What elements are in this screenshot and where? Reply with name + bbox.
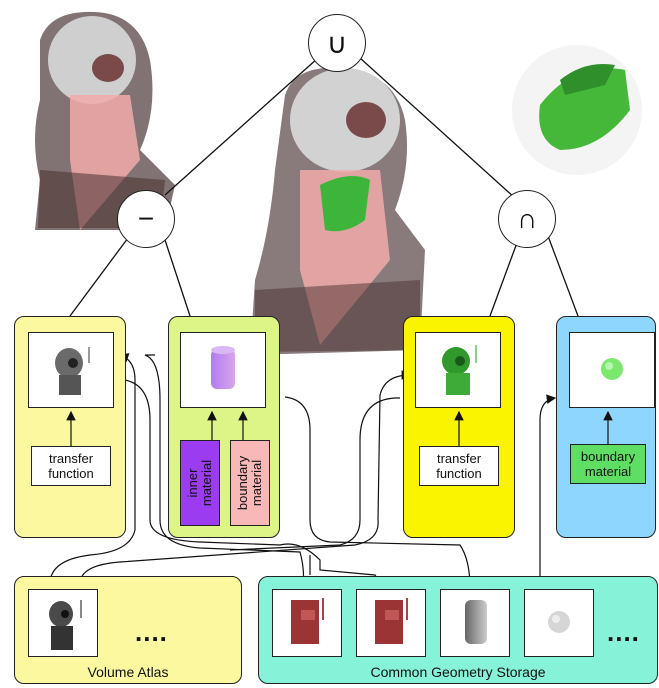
geometry-storage-more: .... — [607, 617, 640, 647]
volume-atlas-label: Volume Atlas — [87, 664, 169, 680]
geometry-node-4-thumbnail — [569, 332, 655, 408]
transfer-function-3[interactable]: transfer function — [419, 446, 499, 486]
geometry-node-2-thumbnail — [180, 332, 266, 408]
skull-icon — [55, 347, 90, 395]
difference-operator[interactable]: − — [117, 190, 175, 248]
green-skull-icon — [442, 345, 477, 395]
tree-edges — [69, 57, 579, 317]
geometry-slot-1 — [272, 589, 342, 657]
geometry-storage-label: Common Geometry Storage — [370, 664, 546, 680]
rendering-left-skull — [35, 11, 175, 230]
sphere-icon — [601, 358, 623, 380]
skull-icon — [49, 600, 82, 650]
intersection-operator[interactable]: ∩ — [498, 190, 556, 248]
cylinder-icon — [465, 600, 487, 644]
geometry-slot-4 — [524, 589, 594, 657]
rendering-right-intersection — [512, 45, 642, 175]
volume-atlas-slot-1 — [28, 589, 98, 657]
voxel-head-icon — [291, 598, 324, 644]
boundary-material-2[interactable]: boundary material — [230, 440, 270, 526]
volume-atlas-more: .... — [135, 617, 168, 647]
geometry-slot-2 — [356, 589, 426, 657]
volume-node-3-thumbnail — [415, 332, 501, 408]
rendering-center-skull — [250, 67, 425, 356]
voxel-head-icon — [375, 598, 408, 644]
volume-node-1-thumbnail — [28, 332, 114, 408]
transfer-function-1[interactable]: transfer function — [31, 446, 111, 486]
boundary-material-4[interactable]: boundary material — [570, 444, 646, 484]
geometry-slot-3 — [440, 589, 510, 657]
union-operator[interactable]: ∪ — [308, 14, 366, 72]
inner-material[interactable]: inner material — [180, 440, 220, 526]
cylinder-icon — [211, 346, 235, 389]
sphere-icon — [548, 611, 570, 633]
